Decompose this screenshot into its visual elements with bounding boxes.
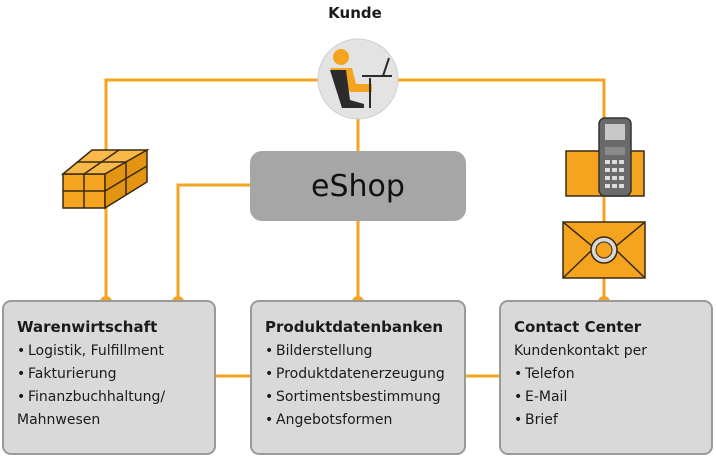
produktdatenbanken-title: Produktdatenbanken [265, 318, 444, 336]
list-item: •Brief [514, 412, 558, 428]
contact-center-title: Contact Center [514, 318, 642, 336]
list-item: •Fakturierung [17, 366, 117, 382]
eshop-label: eShop [311, 168, 405, 204]
mobile-phone-icon [565, 117, 645, 197]
list-item: •E-Mail [514, 389, 568, 405]
contact-center-list: •Telefon •E-Mail •Brief [514, 363, 699, 432]
list-item: •Angebotsformen [265, 412, 393, 428]
list-item: •Bilderstellung [265, 343, 373, 359]
list-item: •Logistik, Fulfillment [17, 343, 164, 359]
list-item: •Finanzbuchhaltung/ [17, 389, 166, 405]
customer-label: Kunde [328, 4, 382, 22]
list-item: •Telefon [514, 366, 575, 382]
connector-kunde-waren [104, 78, 318, 300]
warenwirtschaft-box: Warenwirtschaft •Logistik, Fulfillment •… [2, 300, 216, 455]
list-item: •Produktdatenerzeugung [265, 366, 445, 382]
warenwirtschaft-title: Warenwirtschaft [17, 318, 158, 336]
produktdatenbanken-list: •Bilderstellung •Produktdatenerzeugung •… [265, 340, 452, 432]
list-item: •Sortimentsbestimmung [265, 389, 441, 405]
produktdatenbanken-box: Produktdatenbanken •Bilderstellung •Prod… [250, 300, 466, 455]
contact-center-box: Contact Center Kundenkontakt per •Telefo… [499, 300, 713, 455]
list-item-continuation: Mahnwesen [17, 412, 101, 428]
eshop-node: eShop [250, 151, 466, 221]
warenwirtschaft-list: •Logistik, Fulfillment •Fakturierung •Fi… [17, 340, 202, 432]
connector-eshop-waren [176, 183, 250, 300]
person-at-computer-icon [317, 38, 399, 120]
package-icon [60, 148, 150, 210]
envelope-icon [562, 221, 646, 279]
contact-center-intro: Kundenkontakt per [514, 343, 648, 359]
